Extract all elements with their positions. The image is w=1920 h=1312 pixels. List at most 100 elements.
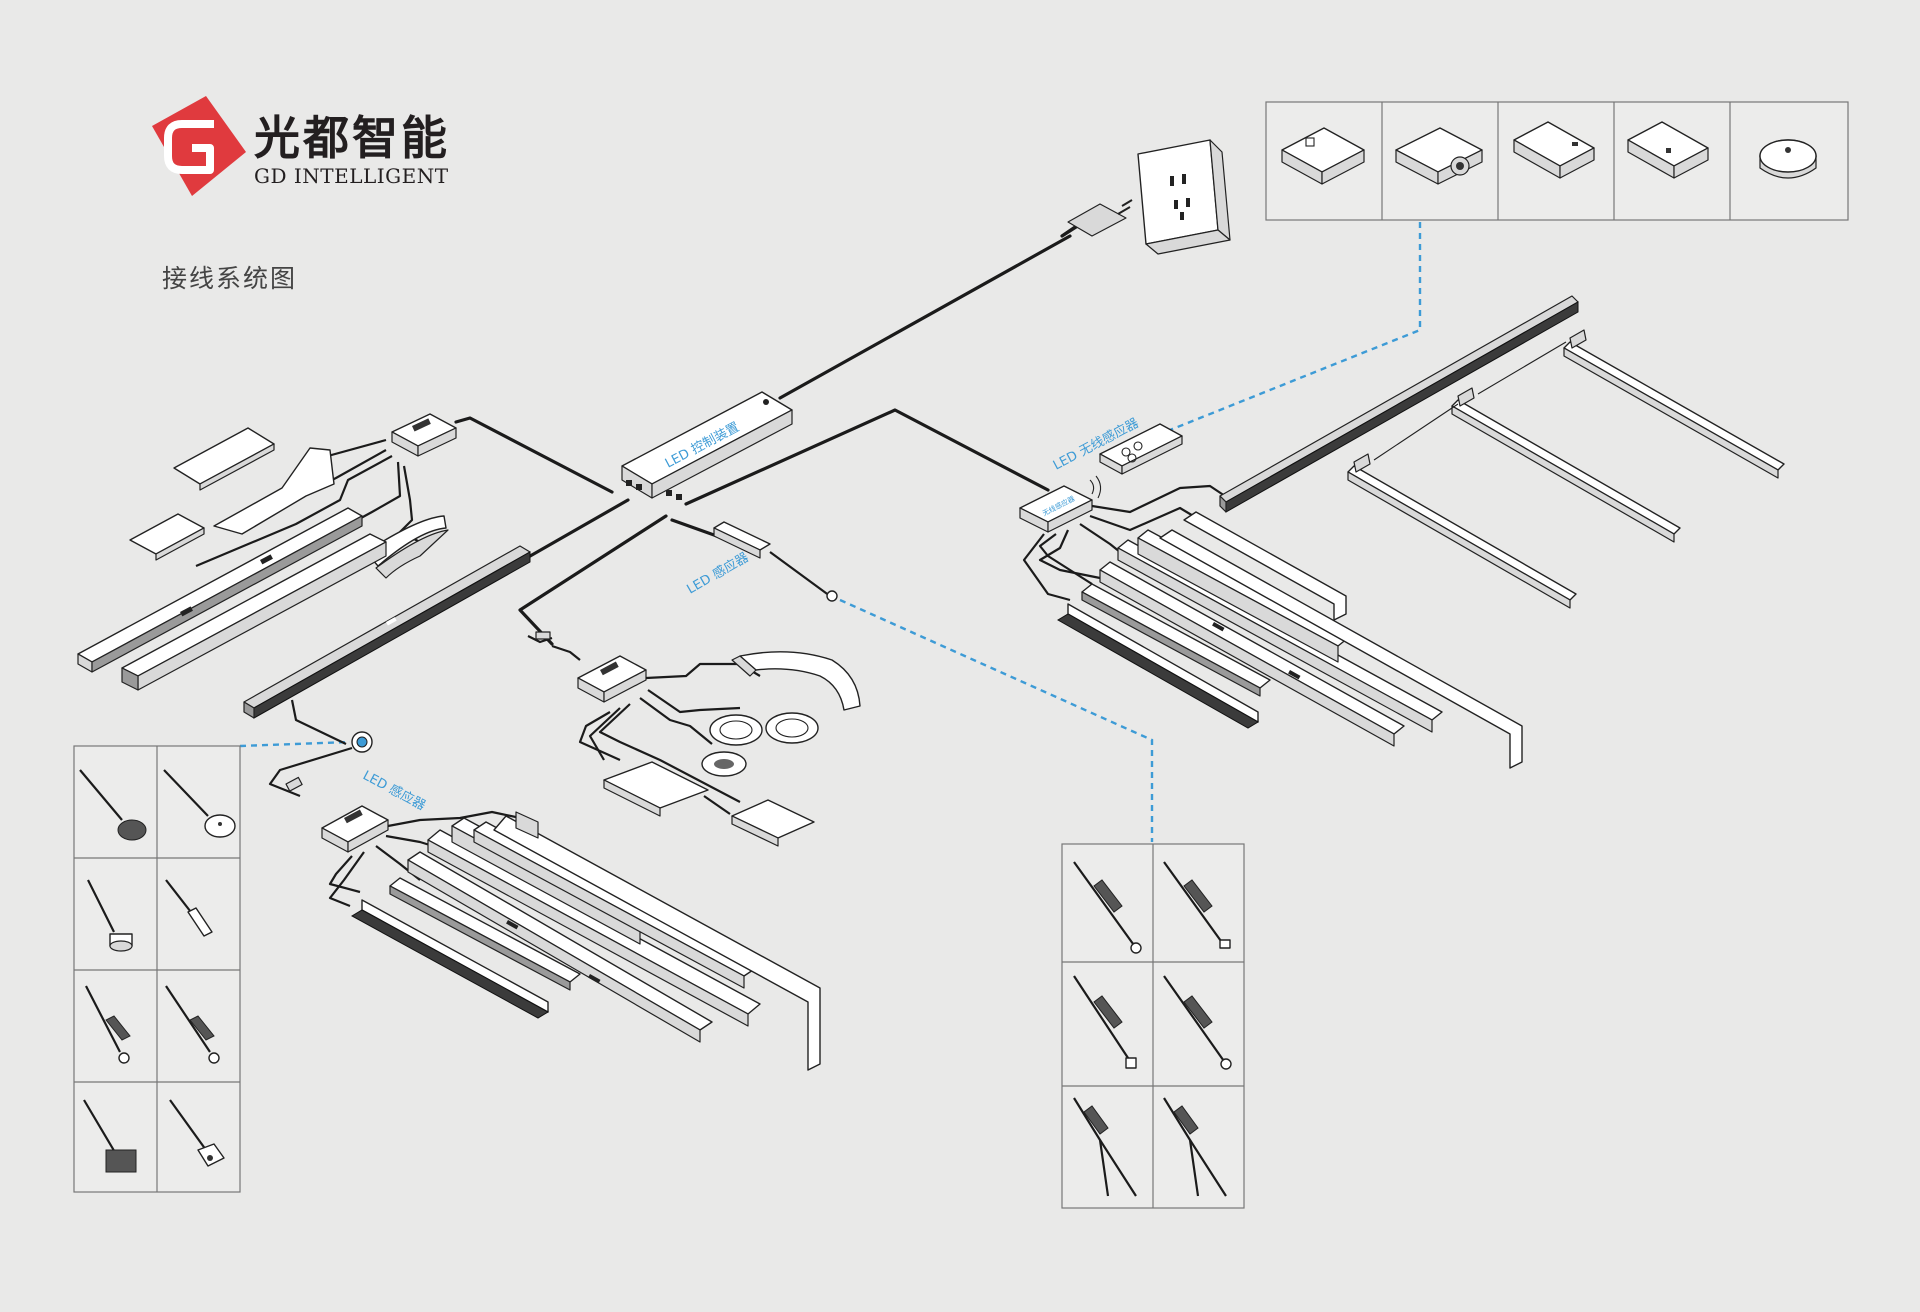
cylinder-sensor-icon bbox=[87, 879, 133, 952]
power-cable bbox=[778, 234, 1072, 400]
hub-lower-left bbox=[321, 805, 531, 908]
ll-out-5 bbox=[328, 855, 361, 894]
inline-switch-sensor-icon bbox=[165, 879, 213, 937]
ir-sensor-icon bbox=[165, 985, 220, 1064]
center-lead bbox=[551, 644, 581, 661]
center-devices bbox=[603, 651, 861, 847]
profile-ul-clip-2 bbox=[180, 606, 193, 617]
hub-ll-side bbox=[347, 819, 389, 853]
hanging-bars-right bbox=[1347, 329, 1785, 609]
profile-r-2-side bbox=[1081, 591, 1261, 697]
puck-light-1-inner bbox=[719, 720, 753, 740]
hub-tl-side bbox=[417, 427, 457, 457]
cable-to-center-hub bbox=[518, 514, 668, 646]
inline-touch-sensor-icon bbox=[1163, 861, 1231, 949]
profile-ll-clip bbox=[506, 920, 519, 930]
remote-slim-alt-icon bbox=[1627, 121, 1709, 179]
panel-right-sensors bbox=[1061, 843, 1245, 1209]
leader-remotes bbox=[1169, 222, 1422, 432]
touch-panel-center-large bbox=[603, 761, 709, 809]
c-out-4 bbox=[598, 703, 741, 803]
rail-upper-right bbox=[1219, 295, 1579, 513]
rail-side bbox=[1225, 301, 1579, 513]
hub-r-side bbox=[1047, 499, 1093, 533]
square-touch-sensor-icon bbox=[83, 1099, 137, 1173]
hub-c-side bbox=[603, 669, 647, 703]
remote-button-icon bbox=[1121, 447, 1131, 457]
hanging-bar-3-clip bbox=[1569, 329, 1587, 349]
inline-ir-sensor-icon bbox=[1073, 861, 1142, 954]
puck-light-2 bbox=[765, 712, 819, 744]
controller-port-3 bbox=[666, 490, 672, 496]
profile-ll-2-side bbox=[389, 885, 571, 991]
y-split-sensor-icon bbox=[1073, 1097, 1137, 1197]
inline-driver-sensor-icon bbox=[1073, 975, 1137, 1069]
hand-wave-sensor-icon bbox=[169, 1099, 225, 1167]
hanging-bar-2-side bbox=[1451, 405, 1675, 543]
sensor-center-label: LED 感应器 bbox=[684, 549, 751, 597]
logo-mark bbox=[152, 96, 246, 196]
touch-panel-center-large-edge bbox=[603, 779, 661, 817]
r-out-2 bbox=[1089, 506, 1201, 532]
plug-body bbox=[1067, 203, 1127, 237]
arc-light-base bbox=[375, 529, 449, 579]
profile-r-1-bottom bbox=[1057, 613, 1259, 729]
ll-out-4 bbox=[328, 851, 365, 908]
inline-door-sensor-icon bbox=[1163, 975, 1232, 1070]
wireless-remote-side bbox=[1121, 435, 1183, 475]
profiles-lower-left bbox=[350, 811, 821, 1071]
cable-to-left-hub bbox=[454, 416, 614, 494]
plug-pin-a bbox=[1121, 199, 1133, 207]
rail-end bbox=[1219, 495, 1227, 513]
y-split-sensor-alt-icon bbox=[1163, 1097, 1227, 1197]
dark-bar-end bbox=[243, 701, 255, 719]
ll-out-1 bbox=[387, 810, 531, 828]
sensor-center-eye-icon bbox=[826, 590, 838, 602]
center-inline-connector bbox=[535, 631, 551, 640]
profile-r-5-side bbox=[1137, 537, 1339, 663]
socket-hole-5 bbox=[1180, 212, 1184, 220]
r-out-6 bbox=[1022, 533, 1071, 602]
controller-port-2 bbox=[636, 484, 642, 490]
sensor-left-label: LED 感应器 bbox=[360, 767, 428, 813]
led-controller: LED 控制装置 bbox=[621, 391, 793, 500]
sensor-left-cable bbox=[290, 699, 347, 745]
remote-round-dimmer-icon bbox=[1759, 139, 1817, 179]
hub-center bbox=[527, 631, 761, 803]
r-out-1 bbox=[1091, 484, 1229, 514]
profile-ul-2-end bbox=[121, 667, 139, 691]
touch-panel-small-edge bbox=[155, 527, 205, 561]
round-dimmer-sensor-icon bbox=[163, 769, 236, 838]
dark-bar-left bbox=[243, 545, 531, 719]
remote-slim-icon bbox=[1513, 121, 1595, 179]
profile-ul-clip bbox=[260, 554, 273, 565]
hanging-bar-links bbox=[1373, 341, 1567, 461]
touch-panel-center-small-edge bbox=[731, 815, 779, 847]
hanging-bar-1-clip bbox=[1353, 453, 1371, 473]
profiles-right bbox=[1057, 511, 1523, 769]
c-out-2 bbox=[647, 689, 741, 714]
c-out-6 bbox=[578, 711, 621, 762]
panel-left-sensors bbox=[73, 745, 241, 1193]
remote-round-knob-icon bbox=[1395, 127, 1483, 185]
brand-name-cn: 光都智能 bbox=[254, 111, 450, 165]
c-out-5 bbox=[588, 707, 621, 761]
brand-logo: 光都智能 GD INTELLIGENT bbox=[152, 96, 450, 196]
puck-light-2-inner bbox=[775, 718, 809, 738]
leader-right-sensors bbox=[839, 598, 1154, 842]
door-sensor-icon bbox=[85, 985, 131, 1064]
profile-ll-7 bbox=[493, 815, 821, 1071]
inline-module-side bbox=[713, 527, 761, 559]
touch-panel-large-edge bbox=[199, 443, 275, 491]
hub-ll-display bbox=[344, 809, 363, 824]
plug-pin-b bbox=[1117, 206, 1131, 215]
panel-remotes bbox=[1265, 101, 1849, 221]
hanging-bar-3 bbox=[1563, 341, 1785, 471]
power-supply bbox=[778, 139, 1231, 400]
hub-c-display bbox=[600, 661, 619, 676]
profile-r-6 bbox=[1159, 529, 1523, 769]
hub-tl-display bbox=[412, 418, 431, 432]
c-out-3 bbox=[639, 697, 713, 745]
leader-left-sensors bbox=[239, 740, 351, 748]
page-title: 接线系统图 bbox=[162, 264, 297, 293]
